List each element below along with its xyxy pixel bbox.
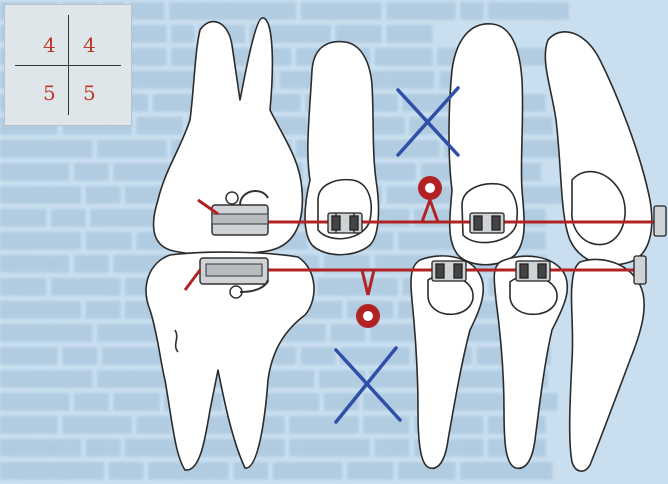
lower-canine-outline — [570, 259, 644, 471]
quadrant-vertical-line — [68, 15, 69, 115]
tooth-quadrant-notation: 4 4 5 5 — [4, 4, 132, 126]
bracket-icon-upper-canine — [654, 206, 666, 236]
quadrant-lower-left: 5 — [43, 81, 56, 105]
upper-canine-outline — [545, 32, 651, 265]
quadrant-lower-right: 5 — [83, 81, 96, 105]
bracket-icon-lower-canine — [634, 256, 646, 284]
lower-loop-icon — [356, 270, 380, 328]
lower-molar-outline — [146, 252, 314, 470]
quadrant-upper-right: 4 — [83, 33, 96, 57]
bracket-icon-upper-premolar-right — [470, 213, 504, 233]
quadrant-upper-left: 4 — [43, 33, 56, 57]
lower-extraction-cross-icon — [336, 348, 400, 422]
bracket-icon-lower-premolar-left — [432, 261, 466, 281]
lower-premolar-left-outline — [411, 256, 483, 468]
bracket-icon-lower-premolar-right — [516, 261, 550, 281]
lower-premolar-right-outline — [494, 256, 567, 468]
bracket-icon-upper-premolar-left — [328, 213, 362, 233]
upper-loop-icon — [418, 176, 442, 222]
